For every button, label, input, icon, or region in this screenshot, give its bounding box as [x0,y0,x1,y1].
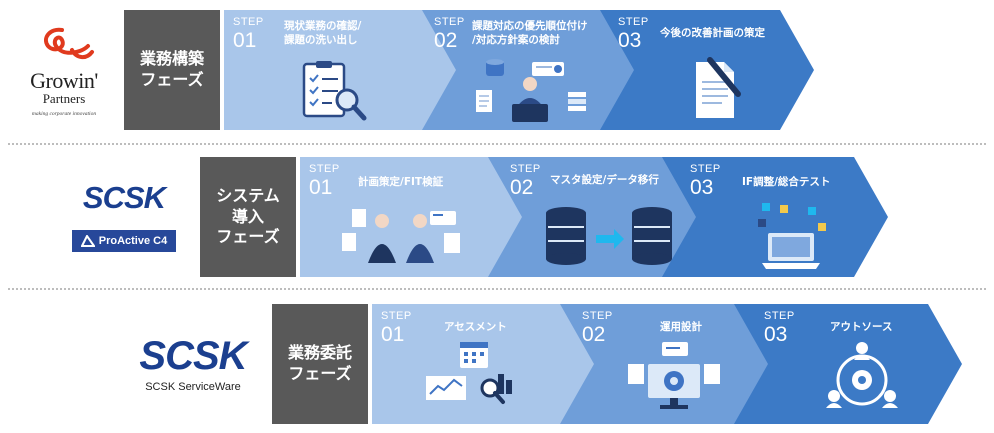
scsk-wordmark: SCSK [139,333,247,378]
database-transfer-icon [546,207,672,265]
phase-label-business-build: 業務構築 フェーズ [124,10,220,130]
step-title: 今後の改善計画の策定 [660,27,765,39]
meeting-people-icon [342,209,460,263]
growin-wordmark: Growin' [30,67,98,93]
laptop-integration-icon [758,203,826,269]
proactive-c4-badge: ProActive C4 [71,230,177,252]
step-number: 01 [309,176,333,199]
document-pen-icon [696,57,741,118]
step-tag: STEP [381,310,412,322]
row2-step1: STEP 01 計画策定/FIT検証 [300,157,536,277]
row3-step3: STEP 03 アウトソース [734,304,962,424]
step-title: マスタ設定/データ移行 [550,174,659,186]
step-number: 01 [381,323,405,346]
step-title: アセスメント [444,321,507,333]
row1-step1: STEP 01 現状業務の確認/ 課題の洗い出し [224,10,470,130]
step-title: 現状業務の確認/ 課題の洗い出し [284,20,362,47]
assessment-chart-icon [426,342,512,404]
row3-step2: STEP 02 運用設計 [560,304,782,424]
step-number: 01 [233,29,257,52]
step-title: アウトソース [830,321,893,333]
clipboard-search-icon [302,61,367,121]
row1-step3: STEP 03 今後の改善計画の策定 [600,10,814,130]
row2-step3: STEP 03 IF調整/総合テスト [662,157,888,277]
phase-label-system-intro: システム 導入 フェーズ [200,157,296,277]
scsk-serviceware-logo: SCSK SCSK ServiceWare [126,304,260,422]
row1-step2: STEP 02 課題対応の優先順位付け /対応方針案の検討 [422,10,648,130]
growin-sub: Partners [42,90,86,106]
row-separator [8,143,986,145]
step-number: 03 [690,176,714,199]
step-number: 03 [764,323,788,346]
step-number: 02 [510,176,534,199]
growin-swirl-icon [43,27,94,59]
step-tag: STEP [582,310,613,322]
phase-label-outsourcing: 業務委託 フェーズ [272,304,368,424]
growin-partners-logo: Growin' Partners making corporate innova… [8,10,120,128]
step-number: 02 [582,323,606,346]
step-tag: STEP [510,163,541,175]
step-number: 02 [434,29,458,52]
step-title: 計画策定/FIT検証 [358,176,444,188]
step-tag: STEP [309,163,340,175]
proactive-mark-icon [80,235,95,247]
monitor-gear-icon [628,342,720,409]
step-tag: STEP [434,16,465,28]
step-number: 03 [618,29,642,52]
row2-step2: STEP 02 マスタ設定/データ移行 [488,157,710,277]
row-separator [8,288,986,290]
row3-step1: STEP 01 アセスメント [372,304,608,424]
analyst-laptop-icon [476,59,586,122]
serviceware-label: SCSK ServiceWare [145,380,241,393]
step-tag: STEP [233,16,264,28]
step-title: 課題対応の優先順位付け /対応方針案の検討 [472,20,588,47]
step-tag: STEP [764,310,795,322]
step-title: 運用設計 [660,321,702,333]
step-tag: STEP [618,16,649,28]
network-gear-icon [826,342,898,408]
step-title: IF調整/総合テスト [742,176,831,188]
proactive-label: ProActive C4 [98,235,168,247]
scsk-wordmark: SCSK [82,180,166,215]
scsk-proactive-logo: SCSK ProActive C4 [58,157,190,275]
step-tag: STEP [690,163,721,175]
growin-tagline: making corporate innovation [31,110,97,117]
